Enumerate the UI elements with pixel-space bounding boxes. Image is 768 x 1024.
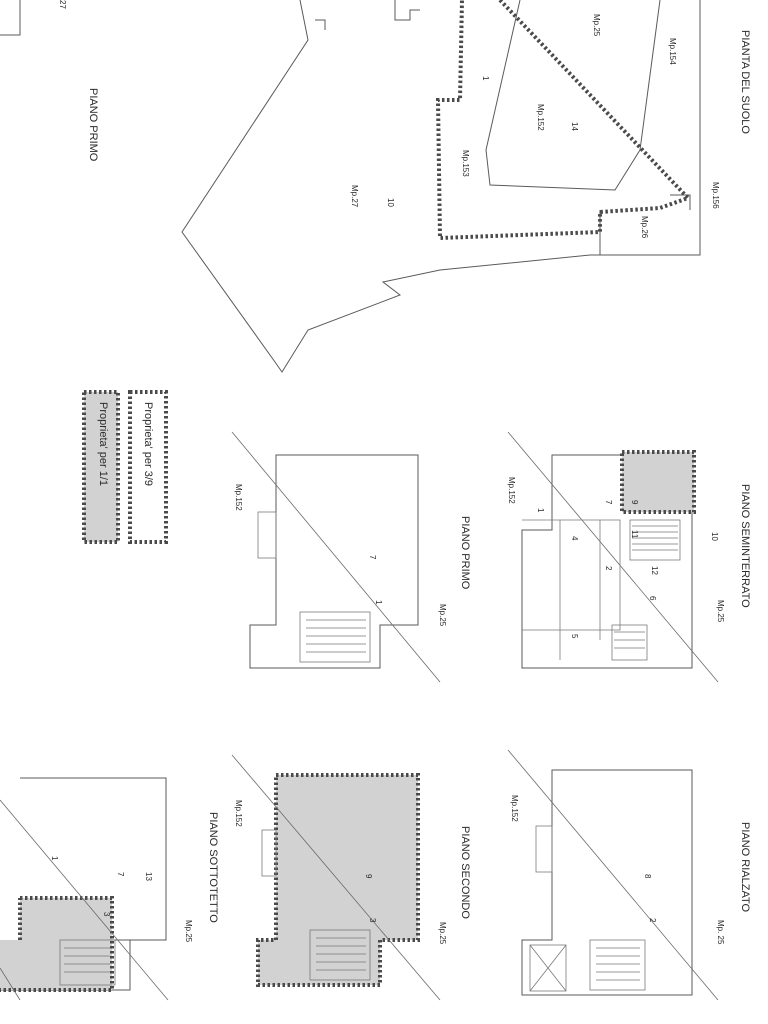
- first-floor-balcony: [257, 511, 277, 559]
- legend-swatch-3-9: [128, 390, 168, 544]
- basement-stairs-box-2: [611, 624, 648, 661]
- second-floor-stairs-box: [309, 929, 371, 981]
- label-mp25-basement: Mp.25: [716, 600, 725, 623]
- number-3-attic: 3: [102, 912, 111, 917]
- second-floor-plan: PIANO SECONDO Mp.152 Mp.25 9 3: [231, 754, 471, 1001]
- number-14-site: 14: [570, 122, 579, 131]
- basement-inner-walls: [522, 519, 621, 631]
- basement-stairs: [632, 525, 678, 551]
- number-9-basement: 9: [630, 500, 639, 505]
- number-7-first: 7: [368, 555, 377, 560]
- number-2-basement: 2: [604, 566, 613, 571]
- number-1-first: 1: [374, 600, 383, 605]
- first-floor-outline: [249, 454, 419, 669]
- label-mp152-first: Mp.152: [234, 484, 243, 511]
- number-4-basement: 4: [570, 536, 579, 541]
- label-mp156: Mp.156: [711, 182, 720, 209]
- first-floor-plan: PIANO PRIMO Mp.152 Mp.25 7 1: [231, 431, 471, 683]
- attic-reference-diagonal: [0, 799, 169, 1001]
- second-floor-balcony: [261, 829, 277, 877]
- title-piano-sottotetto: PIANO SOTTOTETTO: [207, 812, 219, 923]
- legend-swatch-1-1-fill: [84, 392, 118, 542]
- number-8-raised: 8: [643, 874, 652, 879]
- raised-floor-stairs: [596, 947, 640, 981]
- parcel-mp156-outline: [670, 194, 691, 210]
- number-1-site: 1: [481, 76, 490, 81]
- site-detail-2: [315, 19, 326, 30]
- label-mp152-second: Mp.152: [234, 800, 243, 827]
- label-mp152-basement: Mp.152: [507, 477, 516, 504]
- second-floor-reference-diagonal: [231, 754, 441, 1001]
- number-5-basement: 5: [570, 634, 579, 639]
- first-floor-stairs: [306, 619, 366, 653]
- number-3-second: 3: [368, 918, 377, 923]
- second-floor-stairs: [316, 937, 366, 971]
- raised-floor-balcony: [535, 825, 553, 873]
- label-mp25-second: Mp.25: [438, 922, 447, 945]
- attic-floor-plan: PIANO SOTTOTETTO Mp.25 13 7 3 1: [0, 777, 219, 1001]
- parcel-mp27-outline: [181, 0, 701, 373]
- basement-reference-diagonal: [507, 431, 719, 683]
- raised-floor-box: [529, 944, 567, 992]
- label-mp27: Mp.27: [350, 185, 359, 208]
- legend: Proprieta' per 3/9 Proprieta' per 1/1: [82, 390, 168, 544]
- number-10-site: 10: [386, 198, 395, 207]
- number-6-basement: 6: [648, 596, 657, 601]
- title-piano-primo: PIANO PRIMO: [459, 516, 471, 590]
- basement-stairs-2: [614, 631, 645, 649]
- title-piano-secondo: PIANO SECONDO: [459, 826, 471, 919]
- number-9-second: 9: [364, 874, 373, 879]
- number-11-basement: 11: [630, 530, 639, 539]
- label-mp153: Mp.153: [461, 150, 470, 177]
- label-mp26: Mp.26: [640, 216, 649, 239]
- legend-label-3-9: Proprieta' per 3/9: [142, 402, 154, 486]
- label-mp25-first: Mp.25: [438, 604, 447, 627]
- raised-floor-stairs-box: [589, 939, 646, 991]
- attic-property-border: [0, 896, 114, 992]
- fragment-outline: [0, 0, 21, 36]
- basement-property-border: [620, 450, 696, 514]
- title-pianta-del-suolo: PIANTA DEL SUOLO: [739, 30, 751, 134]
- label-mp152-raised: Mp.152: [510, 795, 519, 822]
- number-10-basement: 10: [710, 532, 719, 541]
- label-mp154: Mp.154: [668, 38, 677, 65]
- basement-floor-plan: PIANO SEMINTERRATO Mp.152 Mp.25 10 9 7 4…: [507, 431, 751, 683]
- parcel-mp152-outline: [485, 0, 661, 191]
- label-mp25-raised: Mp. 25: [716, 920, 725, 945]
- number-1-basement: 1: [536, 508, 545, 513]
- raised-floor-box-cross: [529, 944, 567, 992]
- number-2-raised: 2: [648, 918, 657, 923]
- legend-swatch-1-1: [82, 390, 120, 544]
- raised-floor-outline: [521, 769, 693, 996]
- site-plan: PIANTA DEL SUOLO Mp.25 Mp.154 Mp.152 Mp.…: [181, 0, 751, 373]
- second-floor-property-border: [256, 773, 420, 987]
- label-mp25-site: Mp.25: [592, 14, 601, 37]
- raised-floor-reference-diagonal: [507, 749, 719, 1001]
- first-floor-fragment: 27 PIANO PRIMO: [0, 0, 99, 162]
- number-7-basement: 7: [604, 500, 613, 505]
- first-floor-stairs-box: [299, 611, 371, 663]
- legend-label-1-1: Proprieta' per 1/1: [97, 402, 109, 486]
- attic-stairs: [64, 947, 110, 973]
- site-detail: [394, 0, 420, 21]
- attic-corner-diagonal: [0, 967, 21, 1001]
- basement-stairs-box: [629, 519, 681, 561]
- label-mp25-attic: Mp.25: [184, 920, 193, 943]
- number-7-attic: 7: [116, 872, 125, 877]
- basement-hatched-room: [622, 452, 694, 512]
- title-piano-seminterrato: PIANO SEMINTERRATO: [739, 484, 751, 608]
- fragment-edge-label: 27: [58, 0, 67, 9]
- label-mp152-site: Mp.152: [536, 104, 545, 131]
- title-piano-primo-top: PIANO PRIMO: [87, 88, 99, 162]
- property-boundary-site: [435, 0, 692, 241]
- number-13-attic: 13: [144, 872, 153, 881]
- number-1-attic: 1: [50, 856, 59, 861]
- attic-stairs-box: [59, 939, 116, 986]
- title-piano-rialzato: PIANO RIALZATO: [739, 822, 751, 913]
- number-12-basement: 12: [650, 566, 659, 575]
- attic-hatched-area: [0, 898, 112, 990]
- first-floor-reference-diagonal: [231, 431, 441, 683]
- raised-floor-plan: PIANO RIALZATO Mp.152 Mp. 25 8 2: [507, 749, 751, 1001]
